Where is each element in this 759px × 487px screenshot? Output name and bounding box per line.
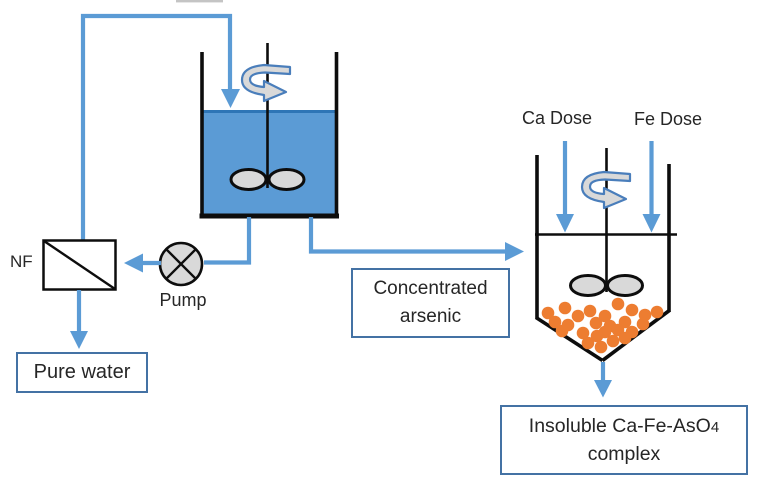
nf-membrane-diagonal xyxy=(43,240,116,290)
tank1-water xyxy=(203,110,336,215)
concentrated-arsenic-line1: Concentrated xyxy=(373,278,488,300)
tank2-rotation-arrow-icon xyxy=(580,170,632,210)
pump-label: Pump xyxy=(159,290,207,310)
concentrate-pipe xyxy=(308,217,524,261)
fe-dose-arrow xyxy=(642,141,661,233)
fe-dose-label: Fe Dose xyxy=(633,109,703,129)
tank1-impeller-blade-right xyxy=(267,168,306,191)
tank2-outlet-pipe xyxy=(594,362,612,398)
insoluble-complex-line1: Insoluble Ca-Fe-AsO4 xyxy=(529,412,719,440)
ca-dose-arrow xyxy=(556,141,574,233)
pump-cross-line-2 xyxy=(165,248,197,280)
tank2-impeller-blade-right xyxy=(606,274,644,297)
nf-membrane-unit xyxy=(42,239,117,291)
cropped-artifact-line xyxy=(176,0,223,3)
precipitate-particles xyxy=(541,297,664,354)
ca-dose-arrowhead-icon xyxy=(556,214,574,233)
ca-dose-label: Ca Dose xyxy=(521,108,593,128)
recirculation-pipe xyxy=(80,13,240,240)
pump xyxy=(158,241,204,287)
pure-water-box: Pure water xyxy=(16,352,148,393)
pump-to-nf-pipe xyxy=(124,253,161,273)
nf-label: NF xyxy=(10,252,33,271)
tank1-inlet-arrowhead-icon xyxy=(221,89,240,108)
tank2-impeller-blade-left xyxy=(569,274,607,297)
tank1-impeller-blade-left xyxy=(229,168,268,191)
nf-to-pure-water-pipe xyxy=(70,290,88,349)
insoluble-complex-box: Insoluble Ca-Fe-AsO4 complex xyxy=(500,405,748,475)
insoluble-complex-formula: Insoluble Ca-Fe-AsO xyxy=(528,414,711,437)
precipitation-tank xyxy=(535,148,677,363)
pure-water-arrowhead-icon xyxy=(70,331,88,349)
nf-inlet-arrowhead-icon xyxy=(124,253,143,273)
insoluble-complex-line2: complex xyxy=(587,443,661,465)
pure-water-box-label: Pure water xyxy=(33,361,131,383)
tank1-rotation-arrow-icon xyxy=(240,63,292,103)
insoluble-complex-subscript: 4 xyxy=(710,418,720,436)
tank1-to-pump-pipe xyxy=(204,217,252,265)
mixing-tank xyxy=(199,43,339,219)
recirculation-pipe-line xyxy=(80,13,233,240)
tank2-inlet-arrowhead-icon xyxy=(505,242,524,261)
tank2-cone-left xyxy=(535,315,604,363)
fe-dose-arrowhead-icon xyxy=(642,214,661,233)
concentrated-arsenic-line2: arsenic xyxy=(399,306,462,327)
product-arrowhead-icon xyxy=(594,380,612,398)
concentrate-pipe-line xyxy=(308,217,506,254)
concentrated-arsenic-box: Concentrated arsenic xyxy=(351,268,510,338)
